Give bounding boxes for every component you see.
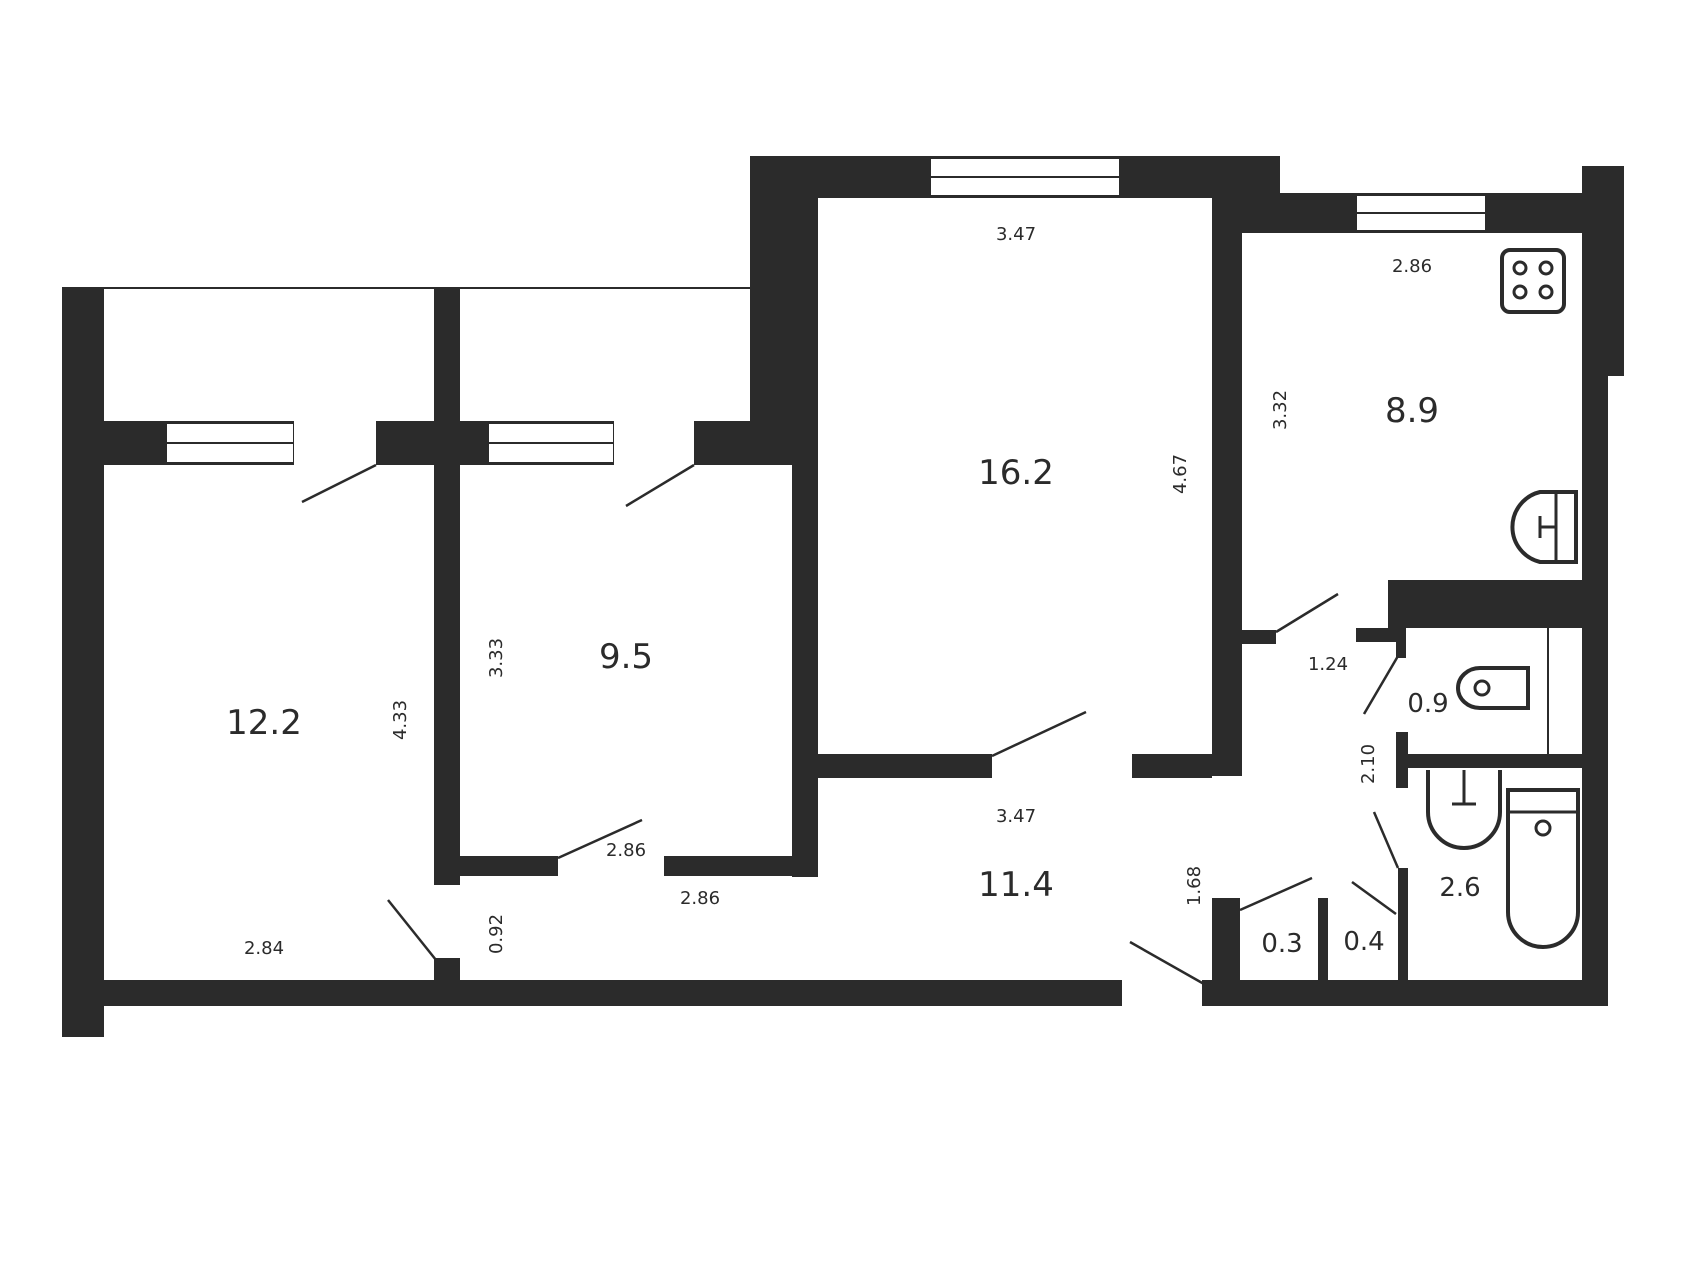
washbasin-icon <box>1426 770 1502 850</box>
wall-kitchen-stub <box>1242 630 1276 644</box>
dim-room9-bottom: 2.86 <box>606 840 646 861</box>
wall-right <box>1582 376 1608 1004</box>
area-bathroom: 2.6 <box>1439 873 1480 903</box>
wall-bath-top-stub <box>1356 628 1404 642</box>
wall-balcony-stub-b <box>694 421 750 465</box>
area-hall: 11.4 <box>978 865 1054 905</box>
dim-room12-bottom: 2.84 <box>244 938 284 959</box>
wall-balcony-divider <box>434 287 460 421</box>
dim-room12-side: 4.33 <box>390 700 411 740</box>
wall-toilet-bath <box>1408 754 1582 768</box>
wall-south-room9-right <box>664 856 818 876</box>
door-entrance <box>1129 940 1205 986</box>
wall-bath-left-a <box>1396 732 1408 788</box>
area-closet-b: 0.4 <box>1343 927 1384 957</box>
dim-kitchen-top: 2.86 <box>1392 256 1432 277</box>
dim-entrance: 1.68 <box>1184 866 1205 906</box>
door-room16 <box>991 710 1087 758</box>
wall-room9-room16 <box>792 465 818 877</box>
dim-room9-side: 3.33 <box>486 638 507 678</box>
area-labels: 12.2 9.5 16.2 8.9 11.4 0.9 2.6 0.3 0.4 <box>226 391 1481 959</box>
door-kitchen <box>1275 592 1339 634</box>
dim-hall-top: 3.47 <box>996 806 1036 827</box>
dim-hall-height: 0.92 <box>486 914 507 954</box>
wall-bath-left-b <box>1398 868 1408 988</box>
area-room16: 16.2 <box>978 453 1054 493</box>
dim-bath-side: 2.10 <box>1358 744 1379 784</box>
door-toilet <box>1362 655 1400 715</box>
wall-closet-divider <box>1318 898 1328 988</box>
door-balcony-b <box>625 463 695 508</box>
stove-icon <box>1500 248 1566 314</box>
wall-room16-kitchen <box>1212 156 1242 776</box>
wall-pillar <box>750 156 818 465</box>
area-toilet: 0.9 <box>1407 689 1448 719</box>
area-closet-a: 0.3 <box>1261 929 1302 959</box>
dimension-labels: 3.47 2.86 3.32 4.67 4.33 3.33 1.24 2.10 … <box>244 224 1432 959</box>
door-room9 <box>557 818 643 860</box>
wall-room12-room9 <box>434 465 460 885</box>
wall-south-room9-left <box>460 856 558 876</box>
wall-balcony-stub-a <box>376 421 434 465</box>
dim-corridor: 1.24 <box>1308 654 1348 675</box>
wall-left-outer <box>62 287 104 1037</box>
wall-bath-top <box>1388 580 1582 628</box>
wall-south-room16-right <box>1132 754 1212 778</box>
door-room12 <box>387 899 437 961</box>
door-balcony-a <box>301 463 377 504</box>
doors <box>301 463 1400 986</box>
bathtub-icon <box>1506 788 1580 949</box>
door-closet-a <box>1239 876 1313 912</box>
area-kitchen: 8.9 <box>1385 391 1439 431</box>
toilet-icon <box>1456 666 1530 710</box>
wall-south <box>104 980 1122 1006</box>
windows <box>165 157 1487 465</box>
walls <box>62 156 1624 1037</box>
wall-right-top <box>1582 166 1624 376</box>
dim-kitchen-side: 3.32 <box>1270 390 1291 430</box>
balcony-door-gap-b <box>614 421 694 465</box>
door-bath <box>1372 811 1400 869</box>
sink-icon <box>1510 490 1578 564</box>
wall-bath-stub-v <box>1396 628 1406 658</box>
dim-room16-side: 4.67 <box>1170 454 1191 494</box>
dim-room16-top: 3.47 <box>996 224 1036 245</box>
area-room12: 12.2 <box>226 703 302 743</box>
dim-hall-left: 2.86 <box>680 888 720 909</box>
wall-south-room16-left <box>818 754 992 778</box>
door-closet-b <box>1351 880 1397 916</box>
wall-south-right <box>1202 980 1608 1006</box>
area-room9: 9.5 <box>599 637 653 677</box>
balcony-door-gap-a <box>294 421 376 465</box>
wall-jamb-092 <box>434 958 460 980</box>
